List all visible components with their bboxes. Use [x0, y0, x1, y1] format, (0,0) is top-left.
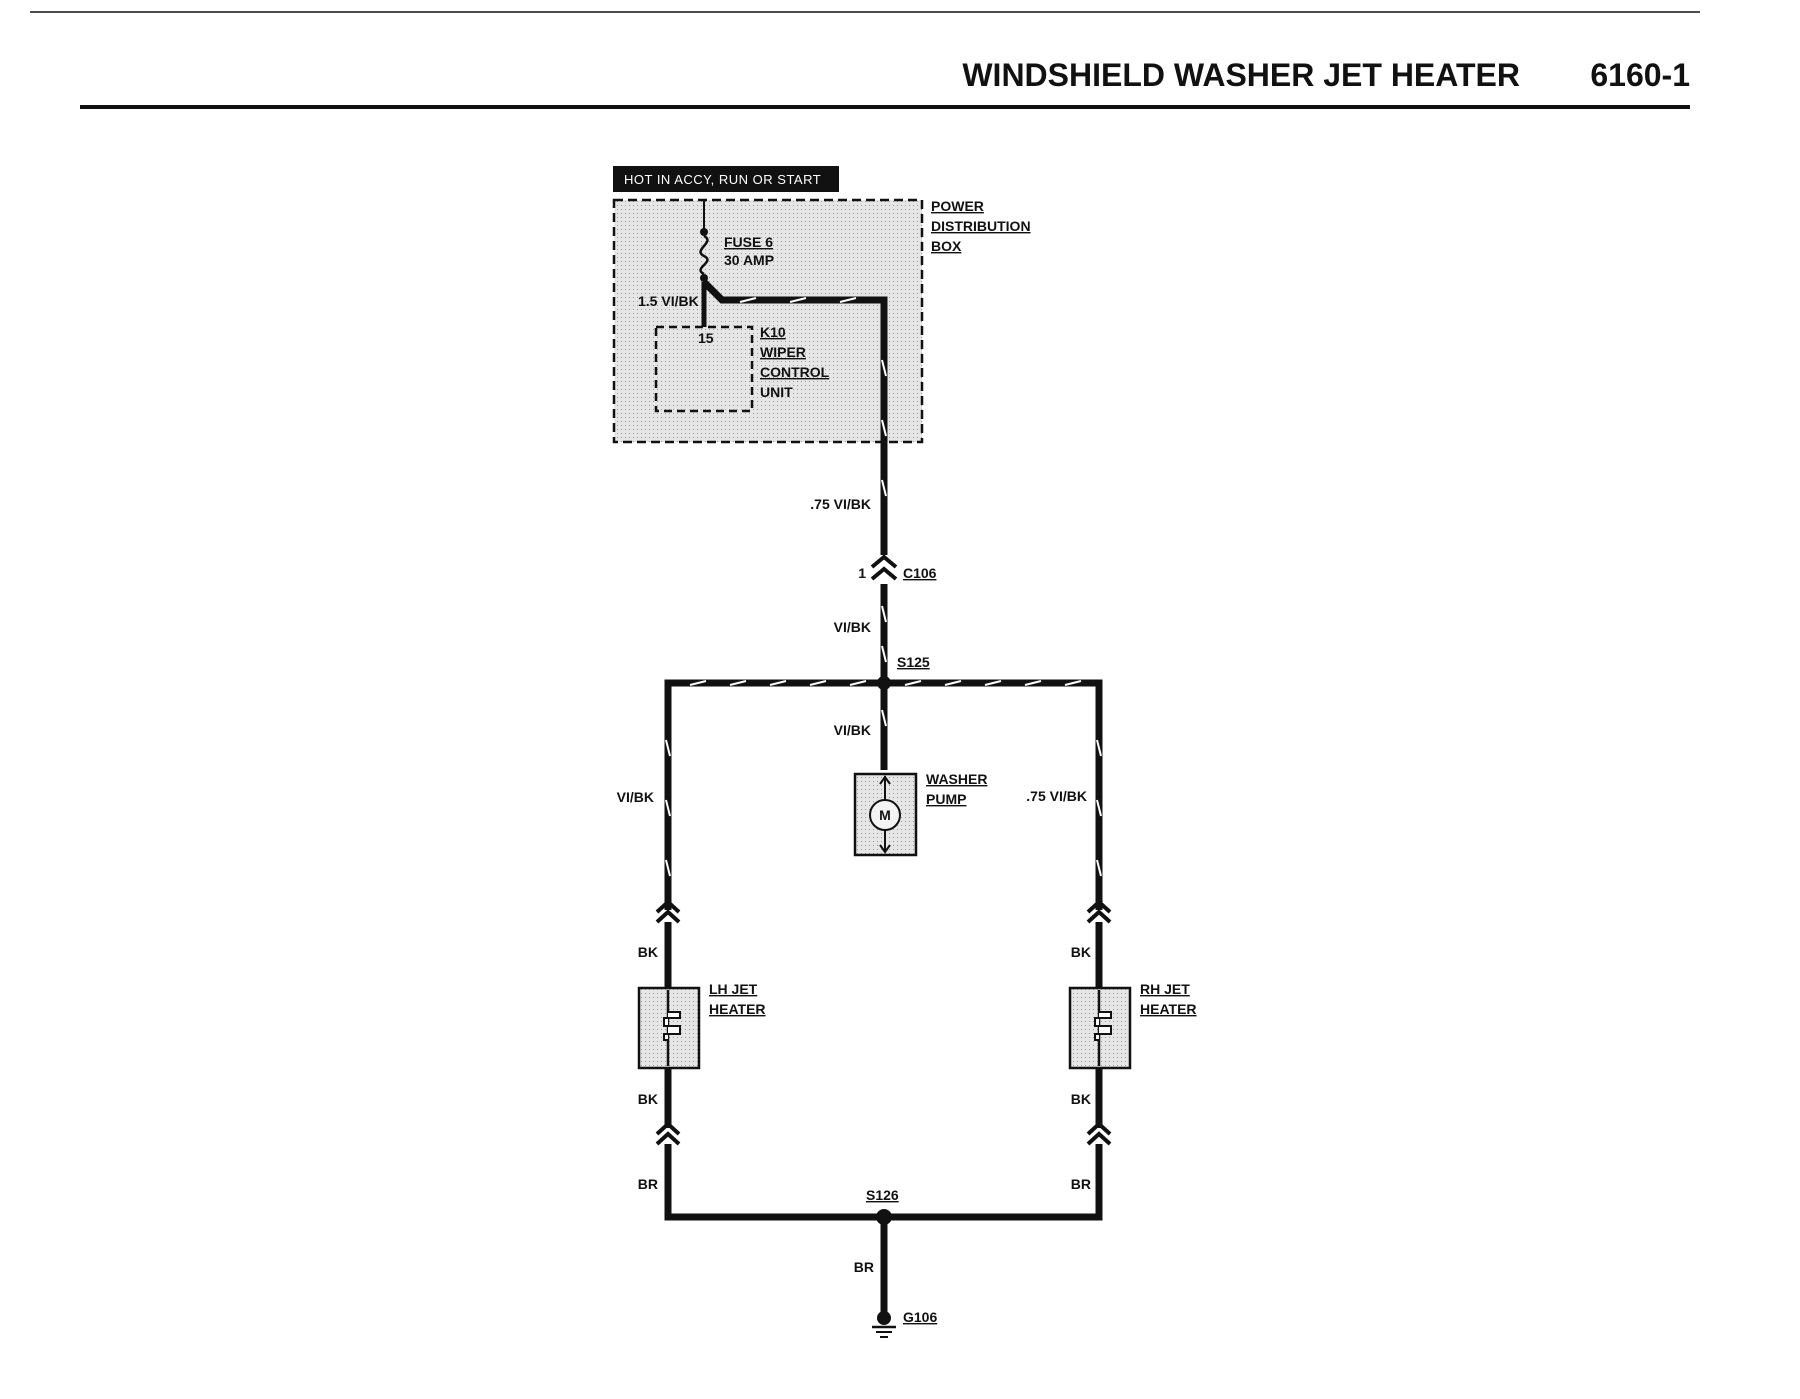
k10-pin: 15 [698, 330, 714, 346]
k10-label-line4: UNIT [760, 384, 793, 400]
k10-control-unit [654, 325, 754, 413]
rh-above-label: BK [1071, 944, 1091, 960]
motor-symbol: M [879, 807, 891, 823]
lh-below-label: BK [638, 1091, 658, 1107]
fuse-name: FUSE 6 [724, 234, 773, 250]
fuse-wire-label: 1.5 VI/BK [638, 293, 699, 309]
after-c106-wire-label: VI/BK [834, 619, 871, 635]
rh-heater-label-line2: HEATER [1140, 1001, 1197, 1017]
pump-label-line1: WASHER [926, 771, 987, 787]
left-branch-label: VI/BK [617, 789, 654, 805]
right-branch-label: .75 VI/BK [1026, 788, 1087, 804]
rh-heater-element-icon [1094, 990, 1112, 1066]
k10-label-line1: K10 [760, 324, 786, 340]
lh-upper-connector-icon [655, 899, 681, 924]
main-feed-wire [701, 279, 888, 678]
s125-label: S125 [897, 654, 930, 670]
s126-bus-wire [664, 1144, 1103, 1221]
rh-bottom-label: BR [1071, 1176, 1091, 1192]
rh-below-label: BK [1071, 1091, 1091, 1107]
lh-heater-label-line1: LH JET [709, 981, 758, 997]
motor-icon: M [869, 775, 901, 854]
pump-wire-label: VI/BK [834, 722, 871, 738]
c106-name: C106 [903, 565, 937, 581]
fuse-rating: 30 AMP [724, 252, 774, 268]
rh-lower-connector-icon [1086, 1121, 1112, 1146]
c106-connector-icon [870, 554, 898, 581]
lh-above-label: BK [638, 944, 658, 960]
k10-label-line2: WIPER [760, 344, 806, 360]
pdb-label-line1: POWER [931, 198, 984, 214]
rh-upper-connector-icon [1086, 899, 1112, 924]
k10-label-line3: CONTROL [760, 364, 830, 380]
lh-lower-connector-icon [655, 1121, 681, 1146]
pump-label-line2: PUMP [926, 791, 966, 807]
page-title: WINDSHIELD WASHER JET HEATER [962, 57, 1520, 93]
c106-pin: 1 [858, 565, 866, 581]
g106-label: G106 [903, 1309, 937, 1325]
lh-heater-label-line2: HEATER [709, 1001, 766, 1017]
power-banner-text: HOT IN ACCY, RUN OR START [624, 172, 821, 187]
power-banner [613, 166, 839, 192]
ground-wire-label: BR [854, 1259, 874, 1275]
page-number: 6160-1 [1590, 57, 1690, 93]
fuse-icon [699, 200, 709, 282]
ground-icon [872, 1311, 896, 1338]
pdb-label-line2: DISTRIBUTION [931, 218, 1031, 234]
s126-label: S126 [866, 1187, 899, 1203]
lh-heater-element-icon [663, 990, 681, 1066]
lh-bottom-label: BR [638, 1176, 658, 1192]
pdb-label-line3: BOX [931, 238, 962, 254]
rh-heater-label-line1: RH JET [1140, 981, 1190, 997]
main-wire-label: .75 VI/BK [810, 496, 871, 512]
